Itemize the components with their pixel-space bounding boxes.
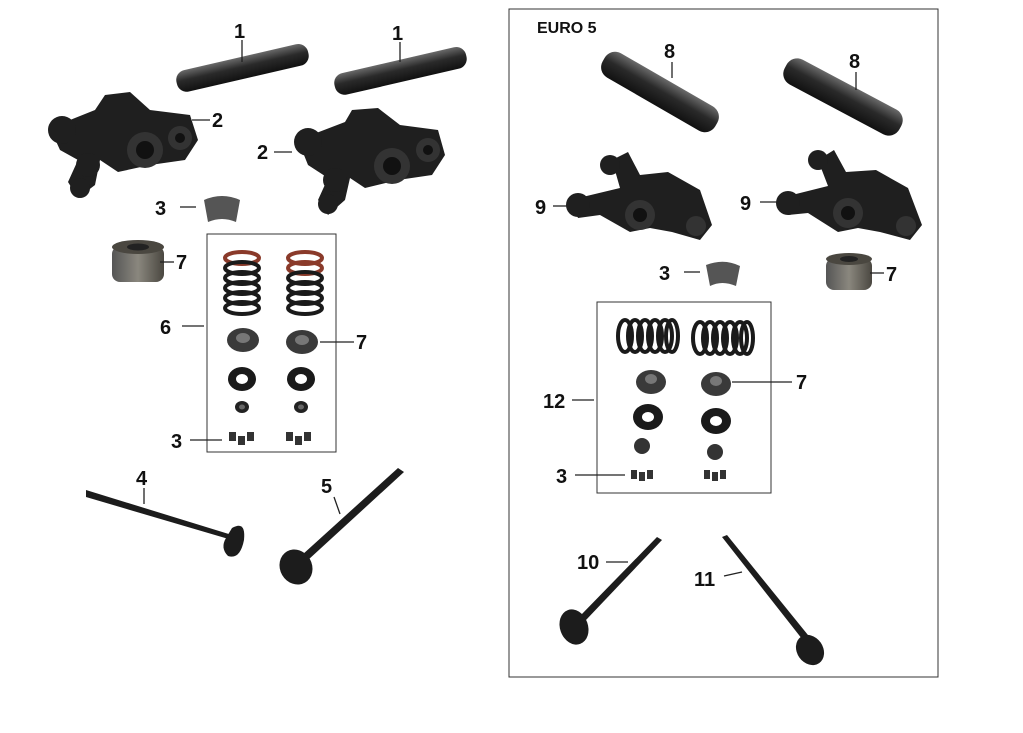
valve-cotters-right xyxy=(286,432,311,445)
callout-cotter-b: 3 xyxy=(171,431,182,453)
callout-exhaust-valve-euro: 11 xyxy=(694,569,715,591)
callout-rocker-left: 2 xyxy=(212,110,223,132)
valve-spring-euro-right xyxy=(691,320,755,356)
small-seal-euro-left xyxy=(634,438,650,454)
rocker-pin-euro-left xyxy=(601,51,719,133)
valve-spring-euro-left xyxy=(616,318,680,354)
small-seal-right xyxy=(294,401,308,413)
valve-cotters-euro-right xyxy=(704,470,726,481)
spring-kit-euro-frame xyxy=(596,301,772,494)
callout-pin-right: 1 xyxy=(392,23,403,45)
callout-pin-left: 1 xyxy=(234,21,245,43)
rocker-pin-euro-right xyxy=(783,58,903,136)
euro5-title: EURO 5 xyxy=(537,20,597,37)
rocker-arm-euro-left xyxy=(566,152,712,240)
callout-intake-valve-euro: 10 xyxy=(577,552,599,574)
valve-spring-right xyxy=(286,250,324,316)
valve-cotter-half-euro xyxy=(706,261,740,286)
spring-seat-washer-euro-right xyxy=(701,408,731,434)
rocker-arm-left xyxy=(48,92,198,198)
rocker-arm-right xyxy=(294,108,445,215)
callout-rocker-euro-right: 9 xyxy=(740,193,751,215)
valve-cotter-half xyxy=(204,196,240,222)
valve-spring-left xyxy=(223,250,261,316)
callout-cotter-d: 3 xyxy=(556,466,567,488)
valve-stem-seal xyxy=(112,240,164,282)
callout-spring-kit-euro: 12 xyxy=(543,391,565,413)
spring-retainer-euro-left xyxy=(636,370,666,394)
spring-seat-washer-left xyxy=(228,367,256,391)
rocker-arm-euro-right xyxy=(776,150,922,240)
small-seal-left xyxy=(235,401,249,413)
callout-rocker-euro-left: 9 xyxy=(535,197,546,219)
exhaust-valve-euro xyxy=(722,535,825,666)
spring-seat-washer-euro-left xyxy=(633,404,663,430)
spring-retainer-left xyxy=(227,328,259,352)
callout-exhaust-valve: 5 xyxy=(321,476,332,498)
rocker-pin-left xyxy=(176,43,309,92)
callout-seal-d: 7 xyxy=(796,372,807,394)
small-seal-euro-right xyxy=(707,444,723,460)
intake-valve xyxy=(86,490,245,557)
callout-cotter-c: 3 xyxy=(659,263,670,285)
callout-pin-euro-right: 8 xyxy=(849,51,860,73)
valve-cotters-left xyxy=(229,432,254,445)
spring-retainer-euro-right xyxy=(701,372,731,396)
callout-seal-a: 7 xyxy=(176,252,187,274)
valve-stem-seal-euro xyxy=(826,253,872,290)
callout-intake-valve: 4 xyxy=(136,468,148,490)
callout-seal-c: 7 xyxy=(886,264,897,286)
callout-spring-kit: 6 xyxy=(160,317,171,339)
valve-cotters-euro-left xyxy=(631,470,653,481)
callout-rocker-right: 2 xyxy=(257,142,268,164)
spring-kit-frame xyxy=(206,233,337,453)
intake-valve-euro xyxy=(559,537,662,645)
callout-pin-euro-left: 8 xyxy=(664,41,675,63)
exhaust-valve xyxy=(279,468,404,585)
spring-seat-washer-right xyxy=(287,367,315,391)
euro5-frame xyxy=(508,8,939,678)
spring-retainer-right xyxy=(286,330,318,354)
callout-cotter-a: 3 xyxy=(155,198,166,220)
rocker-pin-right xyxy=(334,46,467,95)
callout-seal-b: 7 xyxy=(356,332,367,354)
